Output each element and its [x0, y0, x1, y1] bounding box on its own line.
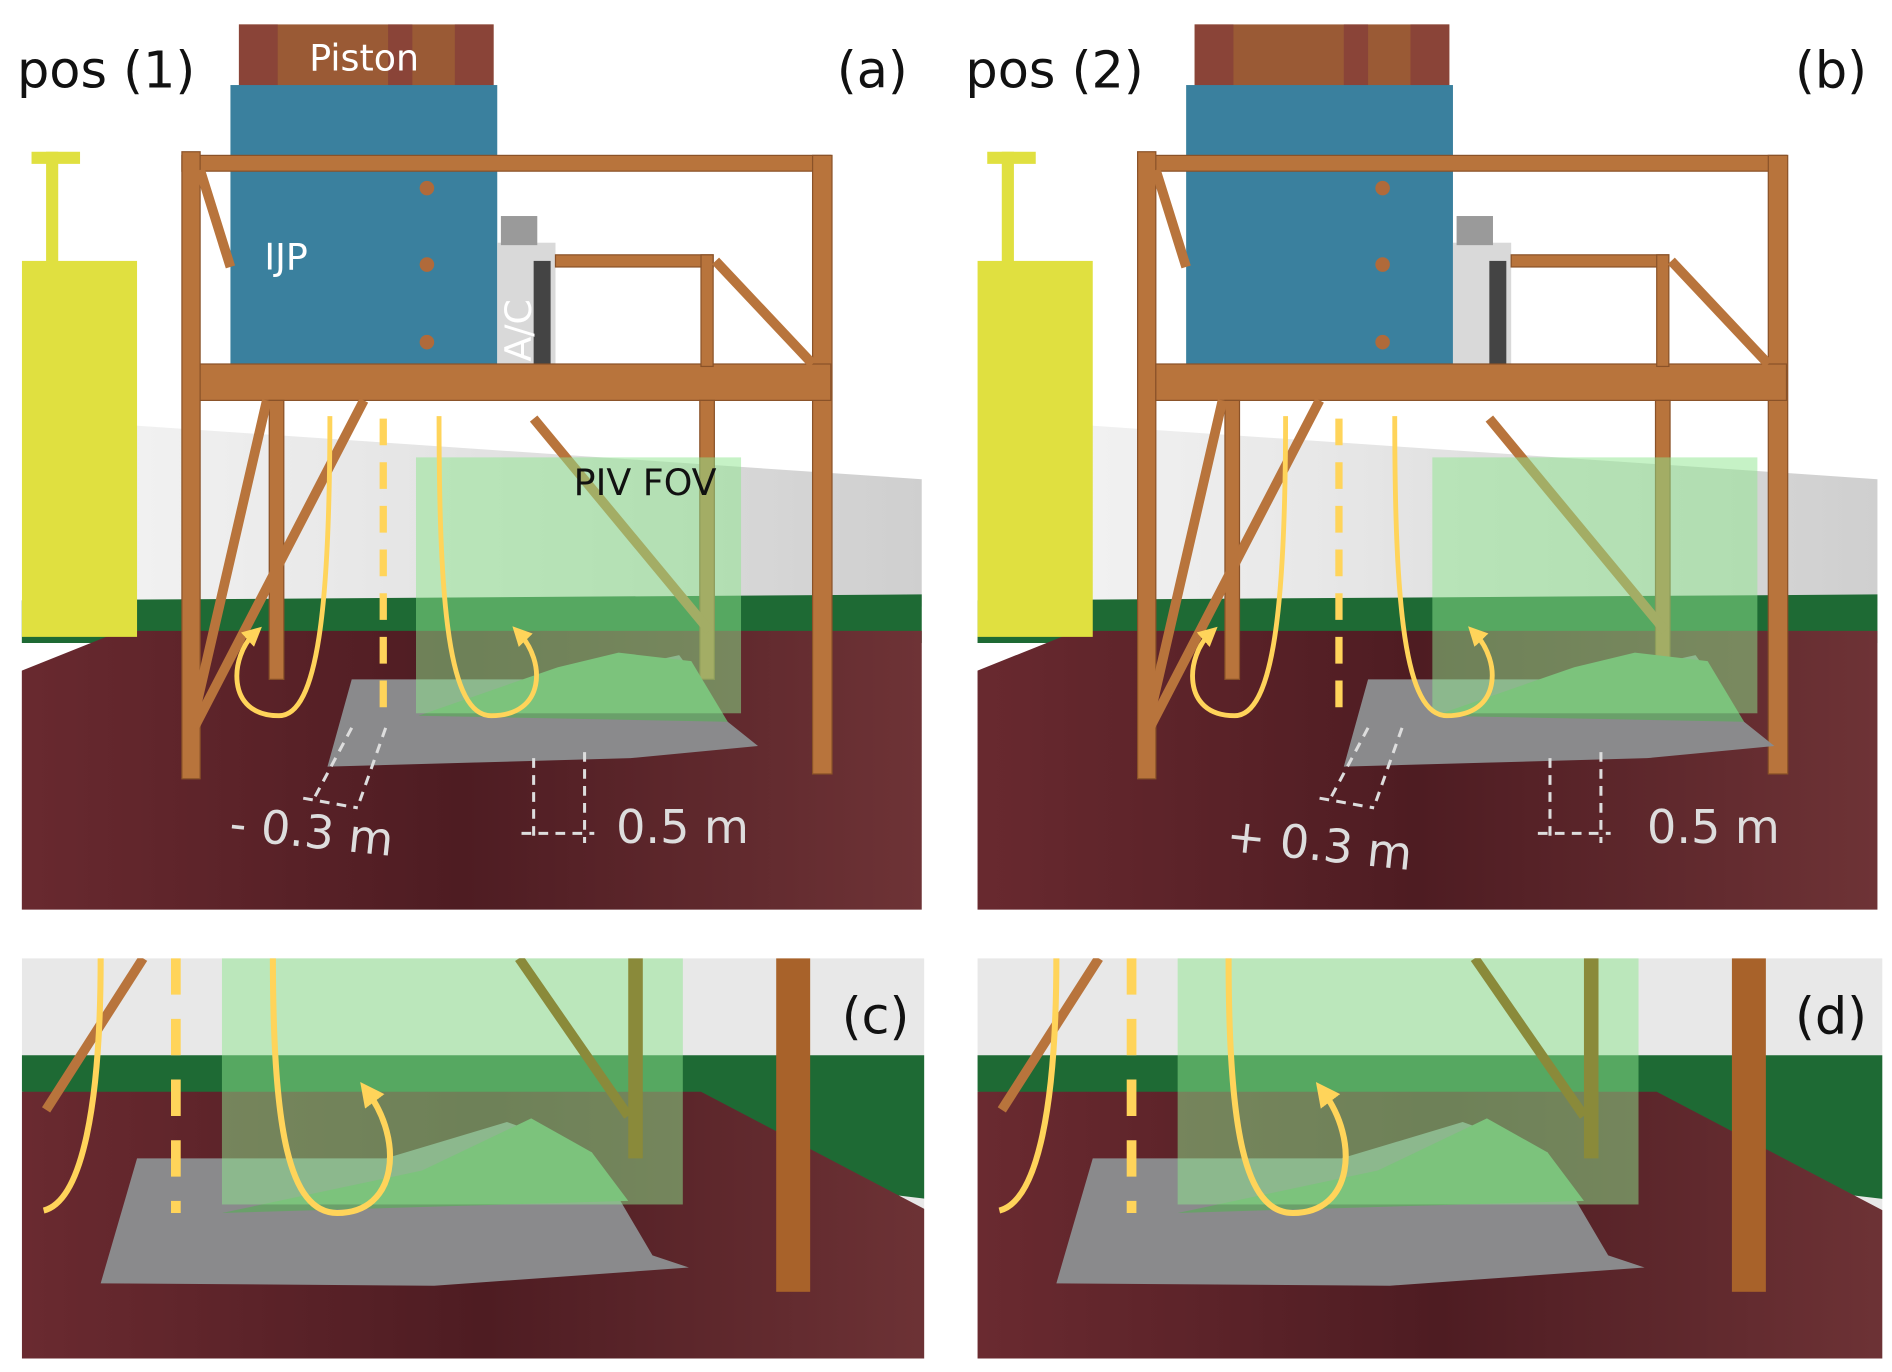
spacing-label: 0.5 m	[1647, 800, 1780, 854]
ac-label: A/C	[497, 299, 540, 362]
ijp-port	[419, 334, 435, 350]
spacing-label: 0.5 m	[616, 800, 749, 854]
piston-stripe	[454, 24, 494, 88]
panel-tag: (d)	[1795, 987, 1867, 1046]
piston-label: Piston	[309, 36, 419, 79]
jet-flow-arrow	[42, 958, 104, 1214]
ac-unit-top	[500, 216, 538, 246]
frame-post	[700, 254, 714, 368]
building-mast-top	[31, 151, 81, 164]
frame-brace	[1145, 398, 1324, 731]
piston-stripe	[1410, 24, 1450, 88]
piston-stripe	[1194, 24, 1234, 88]
jet-flow-arrow	[998, 958, 1060, 1214]
jet-flow-arrow	[436, 416, 539, 719]
ac-unit-panel	[533, 260, 551, 364]
jet-flow-arrow	[234, 416, 333, 719]
frame-post	[1731, 958, 1766, 1292]
frame-post	[1137, 151, 1157, 780]
frame-leg	[1583, 958, 1599, 1159]
panel-tag: (a)	[837, 41, 908, 100]
frame-post	[1656, 254, 1670, 368]
building	[21, 260, 138, 637]
piston-stripe	[238, 24, 278, 88]
frame-platform	[1155, 363, 1788, 401]
ijp-box	[1186, 85, 1453, 367]
frame-platform	[199, 363, 832, 401]
position-label: pos (1)	[17, 41, 195, 100]
ac-unit-panel	[1489, 260, 1507, 364]
piston-stripe	[1343, 24, 1369, 88]
frame-brace	[712, 257, 817, 368]
ac-unit-top	[1456, 216, 1493, 246]
frame-brace	[1151, 168, 1191, 269]
panel-tag: (c)	[842, 987, 910, 1046]
ijp-port	[1375, 180, 1390, 196]
fov-label: PIV FOV	[574, 461, 717, 504]
ijp-box	[230, 85, 498, 367]
frame-leg	[268, 399, 285, 680]
frame-brace	[997, 958, 1103, 1113]
frame-brace	[189, 398, 369, 731]
panel-b	[977, 0, 1878, 910]
jet-flow-arrow	[269, 958, 393, 1217]
piv-fov	[1432, 457, 1758, 714]
ijp-port	[419, 257, 435, 272]
position-label: pos (2)	[965, 41, 1143, 100]
frame-rail	[554, 254, 714, 268]
piston-stripe	[388, 24, 413, 88]
panel-d	[977, 958, 1883, 1359]
piv-fov	[415, 457, 742, 714]
frame-brace	[1667, 257, 1772, 368]
frame-top-beam	[1137, 154, 1788, 172]
frame-brace	[1145, 399, 1228, 717]
frame-leg	[1224, 399, 1241, 680]
building-mast	[1001, 151, 1014, 267]
building-mast	[46, 151, 59, 267]
frame-brace	[515, 958, 633, 1119]
panel-tag: (b)	[1795, 41, 1867, 100]
panel-a	[21, 0, 922, 910]
building	[977, 260, 1093, 637]
frame-brace	[195, 168, 236, 269]
frame-brace	[1470, 958, 1588, 1119]
jet-flow-arrow	[1225, 958, 1349, 1217]
frame-post	[811, 154, 833, 775]
frame-post	[181, 151, 201, 780]
frame-brace	[42, 958, 148, 1113]
frame-rail	[1510, 254, 1670, 268]
frame-post	[1767, 154, 1789, 775]
frame-post	[776, 958, 811, 1292]
panel-c	[21, 958, 925, 1359]
piston	[1194, 24, 1450, 88]
ijp-port	[419, 180, 435, 196]
jet-flow-arrow	[1190, 416, 1289, 719]
piston	[238, 24, 494, 88]
offset-dimension	[1319, 727, 1404, 810]
building-mast-top	[987, 151, 1036, 164]
frame-top-beam	[181, 154, 832, 172]
frame-leg	[628, 958, 643, 1159]
offset-dimension	[302, 727, 388, 810]
jet-flow-arrow	[1392, 416, 1495, 719]
ijp-port	[1375, 257, 1390, 272]
frame-brace	[189, 399, 272, 717]
ijp-port	[1375, 334, 1390, 350]
ijp-label: IJP	[264, 235, 307, 278]
spacing-dimension	[1537, 752, 1611, 844]
